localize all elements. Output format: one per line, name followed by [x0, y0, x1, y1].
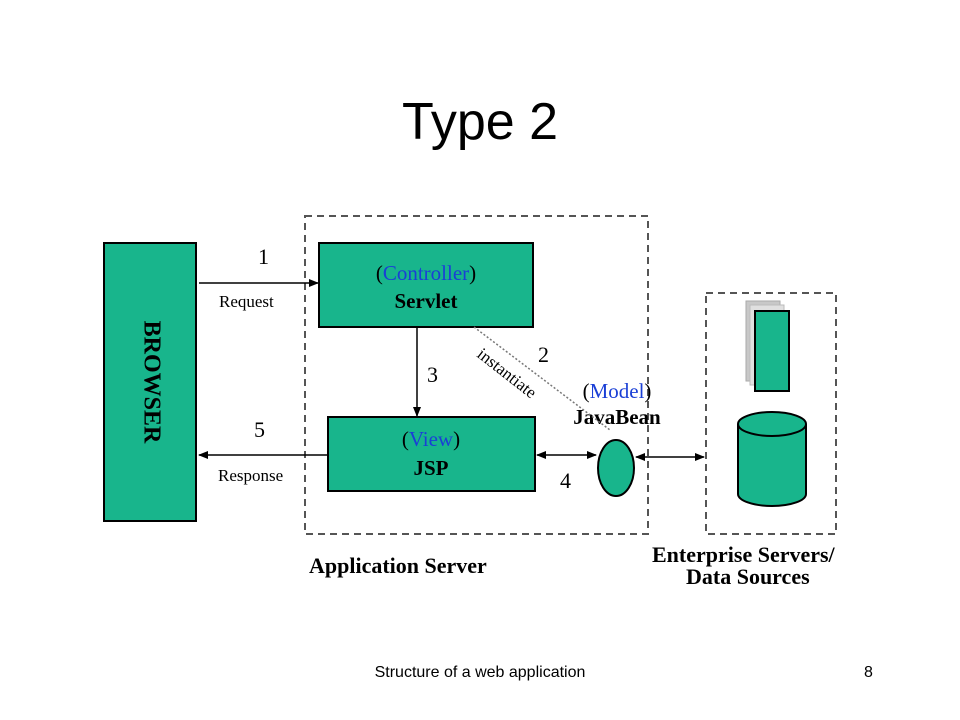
step-5-number: 5	[254, 417, 265, 442]
application-server-label: Application Server	[309, 553, 487, 578]
view-role-line: (View)	[402, 427, 460, 451]
database-cylinder-top	[737, 411, 807, 437]
instantiate-line	[473, 326, 611, 431]
step-4-number: 4	[560, 468, 571, 493]
model-role: Model	[590, 379, 645, 403]
enterprise-servers-boundary	[705, 292, 837, 535]
view-jsp-box	[327, 416, 536, 492]
step-3-number: 3	[427, 362, 438, 387]
servlet-label: Servlet	[395, 289, 458, 313]
jsp-label: JSP	[413, 456, 448, 480]
enterprise-servers-label: Enterprise Servers/	[652, 542, 836, 567]
database-cylinder-body	[737, 424, 807, 507]
request-label: Request	[219, 292, 274, 311]
browser-box	[103, 242, 197, 522]
javabean-label: JavaBean	[573, 405, 661, 429]
step-1-number: 1	[258, 244, 269, 269]
view-role: View	[409, 427, 454, 451]
model-role-line: (Model)	[583, 379, 652, 403]
server-rack	[754, 310, 790, 392]
slide-title: Type 2	[401, 93, 559, 151]
step-2-number: 2	[538, 342, 549, 367]
controller-servlet-box	[318, 242, 534, 328]
javabean-shape	[597, 439, 635, 497]
data-sources-label: Data Sources	[686, 564, 810, 589]
footer-caption: Structure of a web application	[374, 664, 586, 681]
application-server-boundary	[304, 215, 649, 535]
response-label: Response	[218, 466, 283, 485]
browser-label: BROWSER	[138, 321, 164, 444]
page-number: 8	[864, 664, 873, 681]
controller-role: Controller	[383, 261, 469, 285]
instantiate-label: instantiate	[474, 344, 541, 402]
controller-role-line: (Controller)	[376, 261, 476, 285]
